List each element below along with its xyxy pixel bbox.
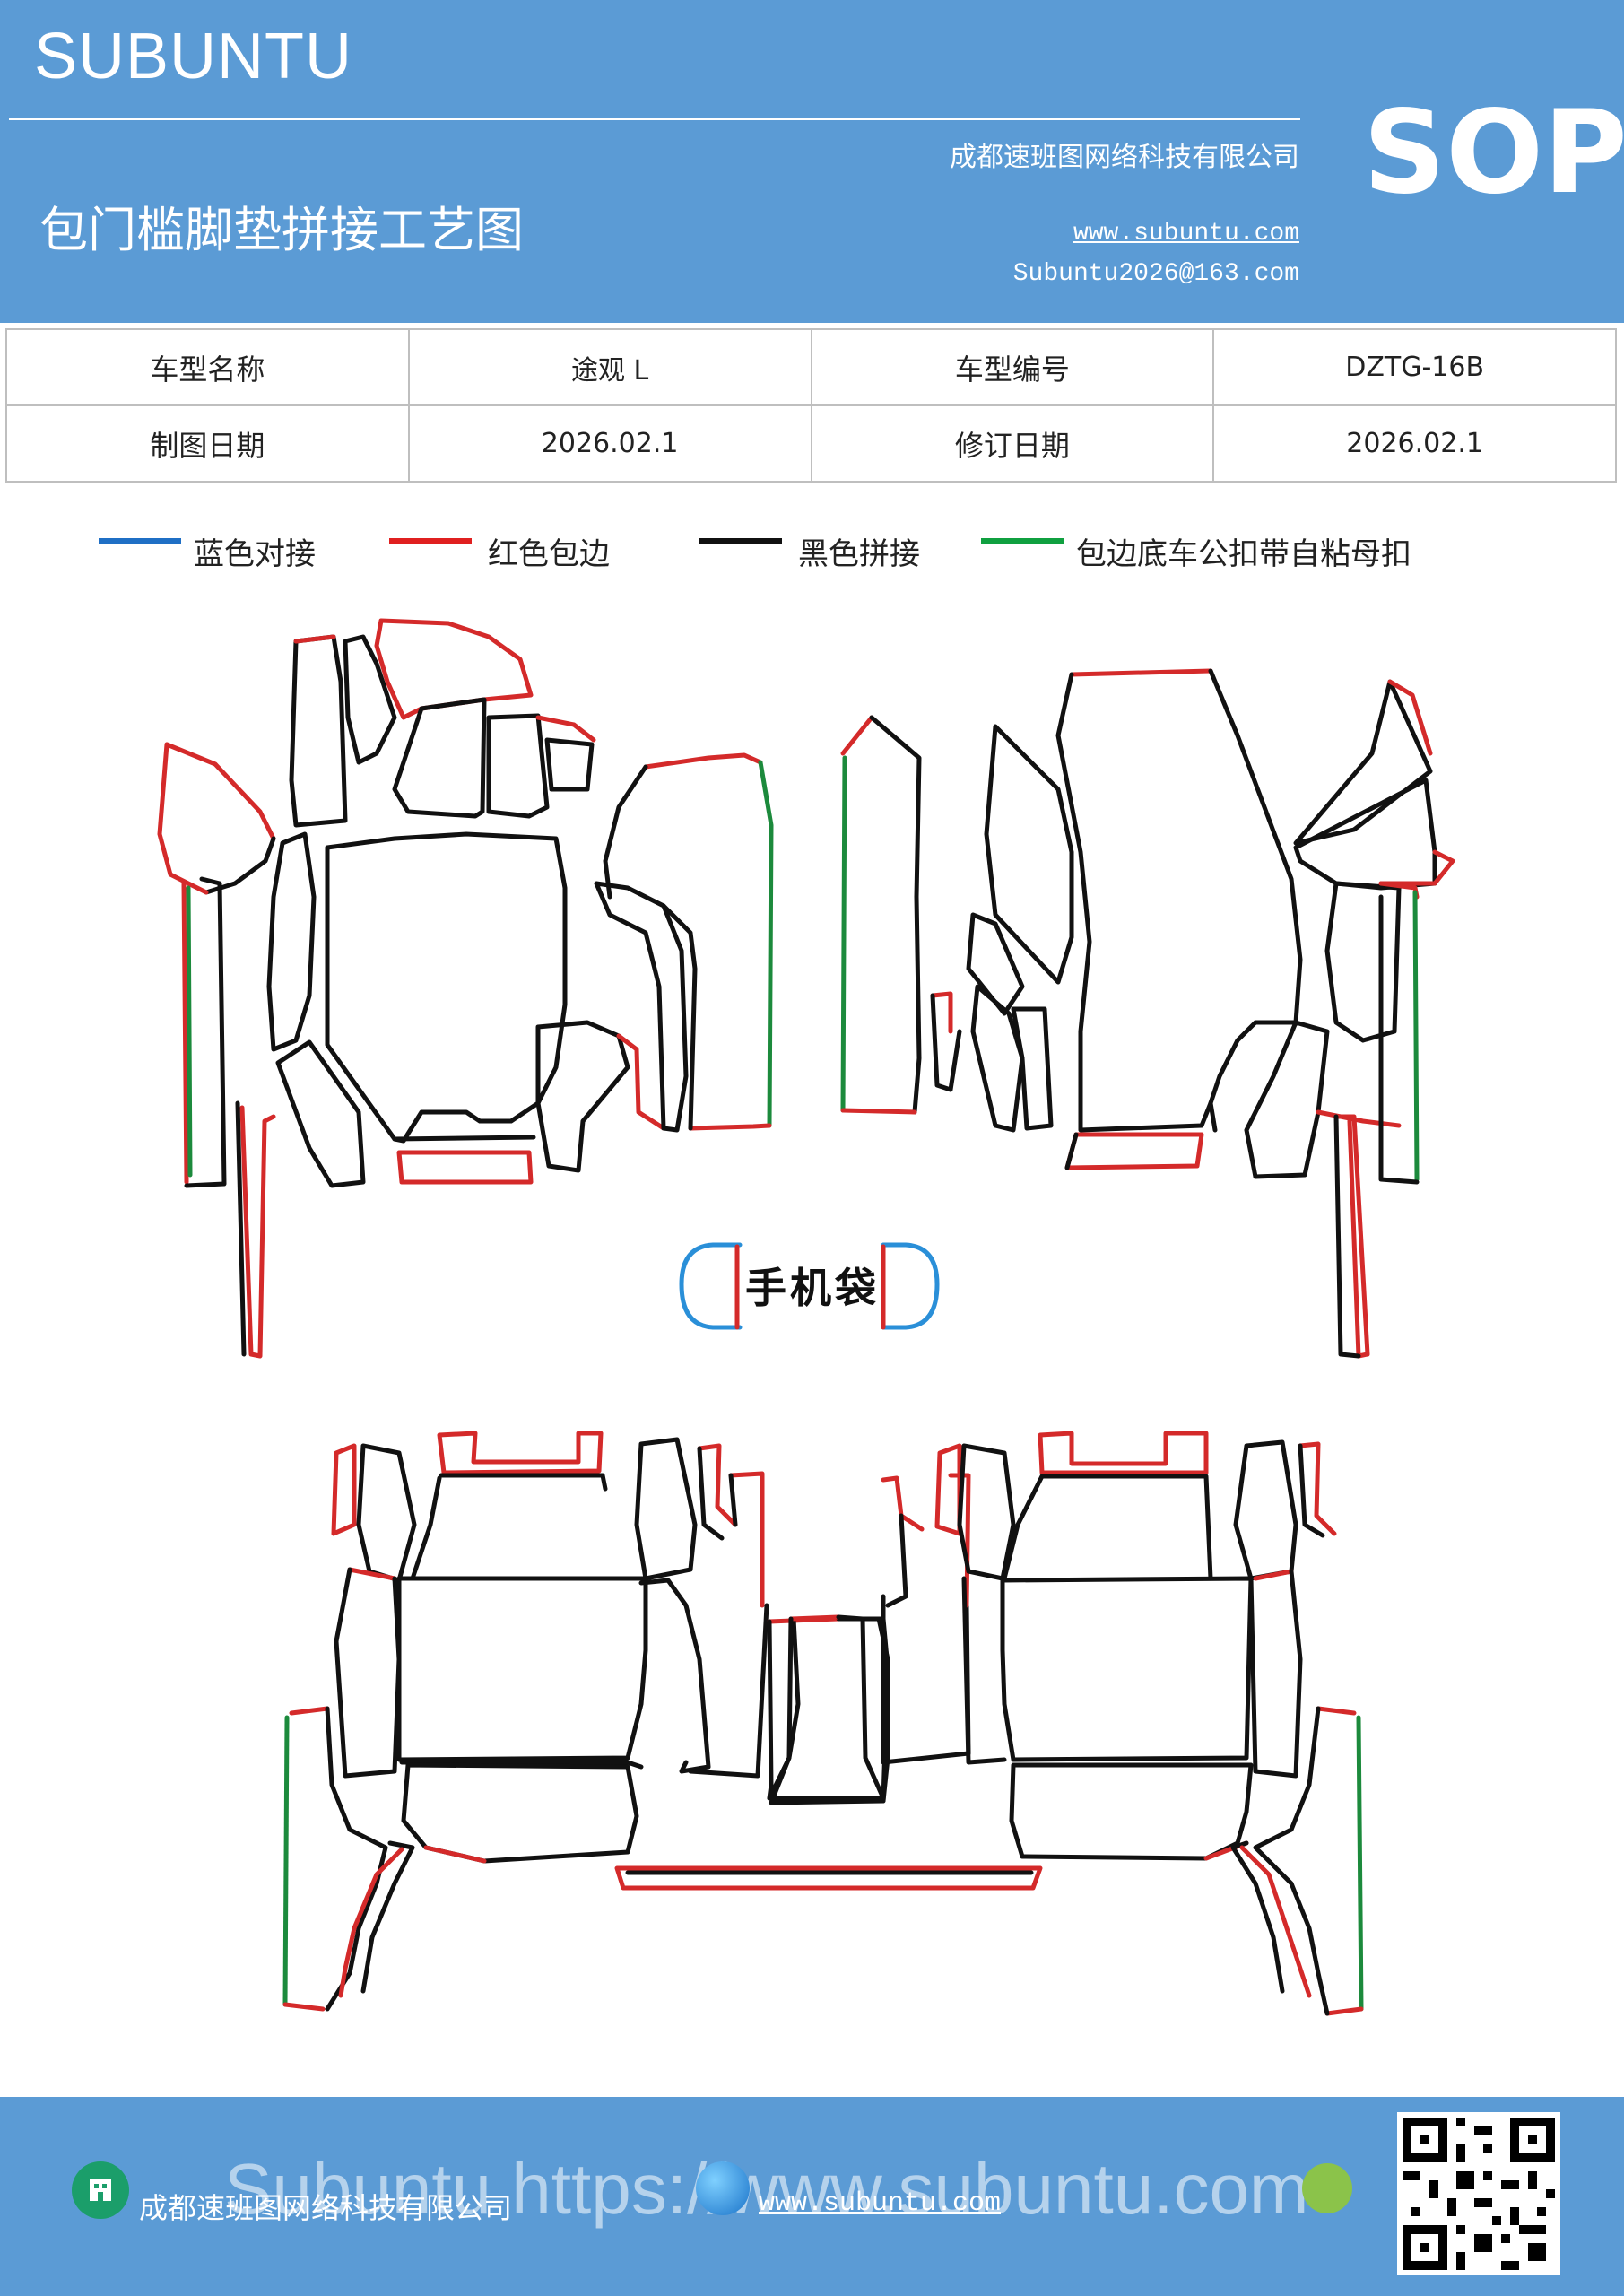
legend-swatch-green — [981, 538, 1064, 544]
wechat-icon — [1302, 2163, 1352, 2213]
footer-website-link[interactable]: www.subuntu.com — [759, 2188, 1002, 2219]
drawing-date-value: 2026.02.1 — [407, 404, 812, 483]
front-left-mat — [157, 618, 774, 1359]
brand-logo-text: SUBUNTU — [34, 21, 353, 92]
legend-label: 蓝色对接 — [194, 536, 316, 572]
page-title: 包门槛脚垫拼接工艺图 — [39, 202, 524, 258]
legend-swatch-blue — [99, 538, 181, 544]
legend-label: 黑色拼接 — [798, 536, 920, 572]
footer-watermark: Subuntu https://www.subuntu.com — [224, 2149, 1309, 2229]
model-name-value: 途观 L — [407, 328, 812, 406]
model-code-value: DZTG-16B — [1212, 328, 1617, 406]
front-right-mat — [840, 668, 1455, 1359]
rear-right-mat — [934, 1431, 1364, 2016]
legend-item-red: 红色包边 — [389, 529, 658, 574]
legend-swatch-red — [389, 538, 472, 544]
footer-banner — [0, 2097, 1624, 2296]
revision-date-value: 2026.02.1 — [1212, 404, 1617, 483]
legend-label: 红色包边 — [488, 536, 610, 572]
email-address[interactable]: Subuntu2026@163.com — [1012, 260, 1299, 288]
center-strip-mat — [614, 1614, 1043, 1891]
drawing-date-label: 制图日期 — [5, 404, 410, 483]
building-icon — [90, 2179, 111, 2201]
model-code-label: 车型编号 — [810, 328, 1215, 406]
vehicle-info-table: 车型名称 途观 L 车型编号 DZTG-16B 制图日期 2026.02.1 修… — [5, 328, 1617, 483]
revision-date-label: 修订日期 — [810, 404, 1215, 483]
globe-icon — [696, 2161, 750, 2215]
legend-item-green: 包边底车公扣带自粘母扣 — [981, 529, 1519, 574]
table-row: 制图日期 2026.02.1 修订日期 2026.02.1 — [5, 404, 1617, 483]
header-banner — [0, 0, 1624, 323]
table-row: 车型名称 途观 L 车型编号 DZTG-16B — [5, 328, 1617, 406]
legend-item-blue: 蓝色对接 — [99, 529, 368, 574]
model-name-label: 车型名称 — [5, 328, 410, 406]
building-icon — [72, 2161, 129, 2219]
sop-badge: SOP — [1363, 86, 1624, 220]
legend-label: 包边底车公扣带自粘母扣 — [1076, 536, 1411, 572]
rear-left-mat — [282, 1431, 971, 2012]
qr-code[interactable] — [1397, 2112, 1560, 2275]
legend-item-black: 黑色拼接 — [699, 529, 968, 574]
footer-company-name: 成都速班图网络科技有限公司 — [139, 2191, 513, 2225]
legend-swatch-black — [699, 538, 782, 544]
header-divider — [9, 118, 1300, 120]
company-name: 成都速班图网络科技有限公司 — [950, 142, 1299, 173]
phone-pocket-mat — [679, 1242, 940, 1330]
phone-pocket-label: 手机袋 — [745, 1264, 880, 1312]
website-link[interactable]: www.subuntu.com — [1073, 220, 1299, 248]
qr-code-pattern — [1403, 2118, 1555, 2270]
